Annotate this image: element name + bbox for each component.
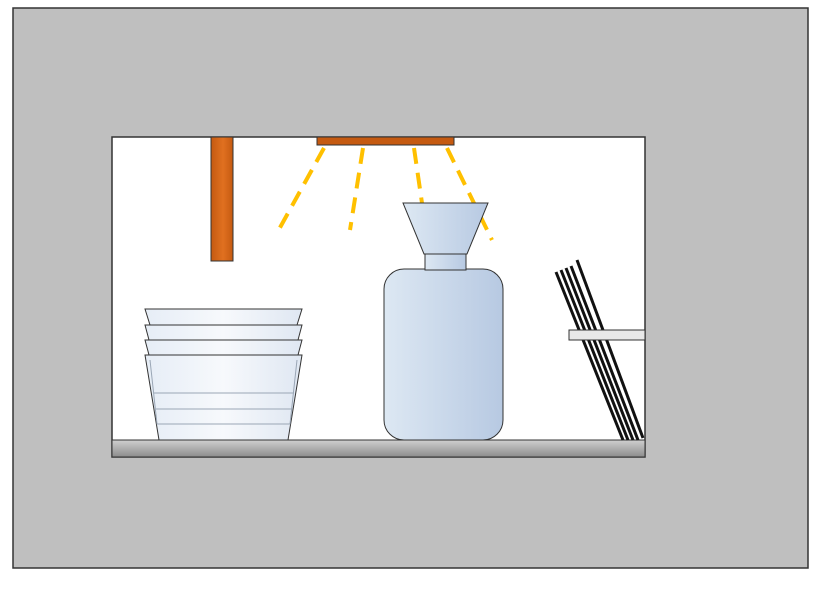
heat-ray bbox=[445, 147, 494, 241]
black-rods bbox=[554, 259, 645, 441]
bowl bbox=[144, 339, 303, 356]
rack-rail bbox=[568, 329, 646, 341]
shelf-floor bbox=[111, 439, 646, 458]
rod bbox=[559, 269, 630, 441]
rod bbox=[564, 267, 635, 441]
bowl bbox=[144, 324, 303, 341]
pipe bbox=[210, 136, 234, 262]
heat-ray bbox=[412, 147, 425, 211]
heat-ray bbox=[275, 147, 326, 234]
heat-ray bbox=[348, 147, 365, 231]
heater-bar bbox=[316, 136, 455, 146]
stacked-bowls bbox=[144, 308, 303, 441]
bowl bbox=[144, 354, 303, 441]
funnel bbox=[402, 202, 489, 255]
rod bbox=[554, 271, 625, 441]
bottle-group bbox=[383, 202, 504, 441]
rod bbox=[569, 265, 640, 441]
bowl bbox=[144, 308, 303, 326]
rod bbox=[575, 259, 645, 439]
bottle-neck bbox=[424, 253, 467, 271]
heat-rays bbox=[275, 147, 494, 241]
bottle bbox=[383, 268, 504, 441]
bowl-inner-line bbox=[149, 359, 298, 425]
